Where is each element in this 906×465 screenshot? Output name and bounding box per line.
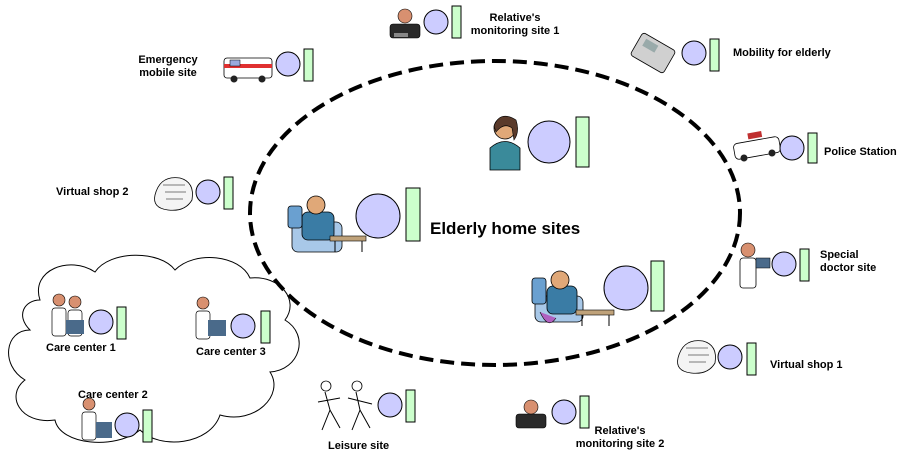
virtual-shop-2-site <box>154 176 234 211</box>
care-center-1-site <box>51 293 127 340</box>
doctor-icon <box>81 397 112 441</box>
care-center-cloud <box>8 254 300 443</box>
police-car-icon <box>733 131 781 162</box>
leisure-label: Leisure site <box>328 440 390 452</box>
mobility-label: Mobility for elderly <box>733 47 831 59</box>
emergency-label: Emergency mobile site <box>128 54 208 80</box>
doctors-icon <box>51 293 84 337</box>
home-network-boundary <box>248 59 742 367</box>
patient-in-chair-icon <box>531 270 615 326</box>
mobile-device-icon <box>630 32 676 74</box>
special-doctor-label: Special doctor site <box>820 249 876 275</box>
care-center-3-site <box>195 296 271 344</box>
relative-2-label-line1: Relative's <box>594 425 646 437</box>
relative-2-label-line2: monitoring site 2 <box>575 438 665 450</box>
relative-2-label: Relative's monitoring site 2 <box>575 425 665 451</box>
elderly-home-node-2 <box>489 115 590 171</box>
elderly-home-node-1 <box>287 187 421 253</box>
virtual-shop-1-label: Virtual shop 1 <box>770 359 843 371</box>
woman-icon <box>489 115 521 171</box>
patient-in-bed-icon <box>287 195 367 253</box>
leisure-site <box>317 380 416 431</box>
person-on-phone-icon <box>515 399 547 429</box>
emergency-mobile-site <box>223 48 314 83</box>
shopping-hands-icon <box>677 340 716 374</box>
center-label: Elderly home sites <box>430 219 581 238</box>
relative-monitoring-site-1 <box>389 5 462 39</box>
elderly-home-node-3 <box>531 260 665 326</box>
mobility-for-elderly-site <box>630 32 720 74</box>
ambulance-icon <box>223 57 273 83</box>
care-center-2-label: Care center 2 <box>78 389 148 401</box>
doctor-icon <box>739 242 771 289</box>
relative-monitoring-site-2 <box>515 395 590 429</box>
special-doctor-label-line2: doctor site <box>820 262 877 274</box>
care-center-1-label: Care center 1 <box>46 342 116 354</box>
dancers-icon <box>317 380 373 431</box>
relative-1-label-line2: monitoring site 1 <box>470 25 560 37</box>
care-center-3-label: Care center 3 <box>196 346 266 358</box>
shopping-hands-icon <box>154 177 193 211</box>
special-doctor-site <box>739 242 810 289</box>
care-center-2-site <box>81 397 153 443</box>
special-doctor-label-line1: Special <box>820 249 859 261</box>
virtual-shop-2-label: Virtual shop 2 <box>56 186 129 198</box>
emergency-label-line2: mobile site <box>139 67 197 79</box>
police-station-site <box>733 131 818 164</box>
emergency-label-line1: Emergency <box>138 54 198 66</box>
relative-1-label: Relative's monitoring site 1 <box>470 12 560 38</box>
doctor-icon <box>195 296 226 340</box>
police-station-label: Police Station <box>824 146 897 158</box>
person-on-phone-icon <box>389 8 421 39</box>
virtual-shop-1-site <box>677 340 757 376</box>
relative-1-label-line1: Relative's <box>489 12 541 24</box>
